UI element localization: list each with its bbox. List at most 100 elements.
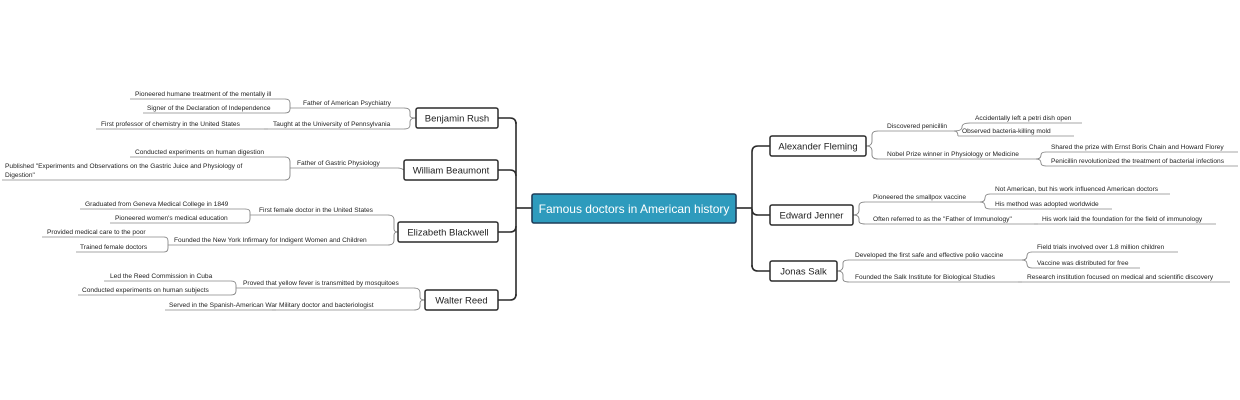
detail-label: Pioneered humane treatment of the mental… [135, 91, 272, 98]
detail-node[interactable]: Pioneered women's medical education [110, 215, 245, 224]
connector-lines [163, 98, 1047, 311]
connector-line [230, 280, 237, 288]
topic-node[interactable]: Founded the Salk Institute for Biologica… [849, 274, 1018, 283]
detail-node[interactable]: Accidentally left a petri dish open [970, 115, 1082, 124]
doctor-node-box [397, 221, 499, 243]
detail-node[interactable]: Led the Reed Commission in Cuba [104, 273, 231, 282]
detail-node[interactable]: Not American, but his work influenced Am… [990, 186, 1170, 195]
detail-label: Led the Reed Commission in Cuba [110, 273, 213, 280]
topic-label: Military doctor and bacteriologist [279, 302, 374, 309]
detail-label: Field trials involved over 1.8 million c… [1037, 244, 1165, 251]
detail-node[interactable]: Penicillin revolutionized the treatment … [1046, 158, 1238, 167]
doctor-name: Walter Reed [435, 296, 487, 307]
topic-label: Discovered penicillin [887, 123, 947, 130]
connector-line [751, 145, 770, 153]
connector-line [953, 130, 959, 137]
detail-label: Observed bacteria-killing mold [962, 128, 1051, 135]
detail-node[interactable]: His work laid the foundation for the fie… [1038, 216, 1216, 225]
detail-node[interactable]: Trained female doctors [76, 244, 164, 253]
connector-line [244, 208, 251, 215]
connector-line [836, 270, 850, 283]
detail-label: Graduated from Geneva Medical College in… [85, 201, 229, 208]
topic-node[interactable]: Often referred to as the "Father of Immu… [865, 216, 1034, 225]
detail-node[interactable]: Signer of the Declaration of Independenc… [143, 105, 285, 114]
detail-node[interactable]: Conducted experiments on human subjects [78, 287, 231, 296]
detail-node[interactable]: Pioneered humane treatment of the mental… [130, 91, 285, 100]
connector-line [498, 117, 517, 125]
detail-label: Not American, but his work influenced Am… [995, 186, 1159, 193]
connector-line [397, 167, 405, 171]
connector-line [284, 156, 291, 168]
doctor-node-jonas-salk[interactable]: Jonas Salk [769, 260, 838, 282]
topic-node[interactable]: First female doctor in the United States [250, 207, 388, 216]
topic-label: First female doctor in the United States [259, 207, 374, 214]
connector-line [498, 293, 517, 301]
topic-node[interactable]: Pioneered the smallpox vaccine [865, 194, 980, 203]
doctor-node-elizabeth-blackwell[interactable]: Elizabeth Blackwell [397, 221, 499, 243]
detail-node[interactable]: Provided medical care to the poor [42, 229, 164, 238]
connector-line [387, 214, 399, 233]
doctor-name: William Beaumont [413, 166, 490, 177]
topic-node[interactable]: Nobel Prize winner in Physiology or Medi… [878, 151, 1036, 160]
connector-line [979, 201, 991, 210]
connector-line [163, 245, 169, 253]
topic-node[interactable]: Father of Gastric Physiology [290, 160, 398, 169]
doctor-node-box [769, 135, 867, 157]
topic-node[interactable]: Developed the first safe and effective p… [849, 252, 1022, 261]
detail-node[interactable]: His method was adopted worldwide [990, 201, 1112, 210]
connector-line [284, 108, 291, 114]
topic-node[interactable]: Father of American Psychiatry [290, 100, 404, 109]
detail-node[interactable]: Shared the prize with Ernst Boris Chain … [1046, 144, 1238, 153]
doctor-node-box [415, 107, 499, 129]
detail-node-multiline[interactable]: Published "Experiments and Observations … [2, 163, 285, 181]
doctor-node-benjamin-rush[interactable]: Benjamin Rush [415, 107, 499, 129]
detail-label: Research institution focused on medical … [1027, 274, 1214, 281]
topic-label: Founded the Salk Institute for Biologica… [855, 274, 996, 281]
connector-line [953, 122, 971, 132]
detail-label: Conducted experiments on human digestion [135, 149, 264, 156]
topic-label: Pioneered the smallpox vaccine [873, 194, 966, 201]
topic-node[interactable]: Military doctor and bacteriologist [276, 302, 414, 311]
doctor-node-walter-reed[interactable]: Walter Reed [424, 289, 499, 311]
topic-label: Founded the New York Infirmary for Indig… [174, 237, 367, 244]
topic-node[interactable]: Founded the New York Infirmary for Indig… [168, 237, 388, 246]
detail-node[interactable]: Field trials involved over 1.8 million c… [1032, 244, 1178, 253]
topic-node[interactable]: Discovered penicillin [878, 123, 954, 132]
connector-line [403, 107, 417, 119]
connector-line [413, 287, 426, 301]
doctor-name: Alexander Fleming [778, 142, 857, 153]
detail-label: Accidentally left a petri dish open [975, 115, 1072, 122]
doctor-node-william-beaumont[interactable]: William Beaumont [403, 159, 499, 181]
topic-label: Nobel Prize winner in Physiology or Medi… [887, 151, 1019, 158]
connector-line [403, 117, 417, 130]
connector-line [979, 193, 991, 203]
topic-node[interactable]: Taught at the University of Pennsylvania [268, 121, 404, 130]
connector-line [284, 98, 291, 108]
connector-line [852, 201, 866, 216]
detail-node[interactable]: Conducted experiments on human digestion [130, 149, 285, 158]
doctor-node-alexander-fleming[interactable]: Alexander Fleming [769, 135, 867, 157]
root-node[interactable]: Famous doctors in American history [531, 193, 737, 224]
doctor-name: Benjamin Rush [425, 114, 489, 125]
detail-label: First professor of chemistry in the Unit… [101, 121, 241, 128]
doctor-name: Edward Jenner [780, 211, 844, 222]
topic-node[interactable]: Proved that yellow fever is transmitted … [236, 280, 414, 289]
connector-line [1021, 259, 1033, 269]
doctor-node-edward-jenner[interactable]: Edward Jenner [769, 204, 854, 226]
detail-label: Provided medical care to the poor [47, 229, 146, 236]
detail-label: Conducted experiments on human subjects [82, 287, 210, 294]
connector-line [1021, 251, 1033, 261]
doctor-node-box [769, 204, 854, 226]
doctor-name: Jonas Salk [780, 267, 827, 278]
detail-node[interactable]: Research institution focused on medical … [1022, 274, 1230, 283]
detail-node[interactable]: First professor of chemistry in the Unit… [96, 121, 264, 130]
connector-line [387, 231, 399, 246]
detail-node[interactable]: Vaccine was distributed for free [1032, 260, 1140, 269]
connector-line [498, 225, 517, 233]
detail-label: Trained female doctors [80, 244, 148, 251]
detail-label: Published "Experiments and Observations … [5, 163, 242, 170]
detail-node[interactable]: Observed bacteria-killing mold [958, 128, 1074, 137]
detail-node[interactable]: Served in the Spanish-American War [165, 302, 278, 311]
detail-node[interactable]: Graduated from Geneva Medical College in… [80, 201, 245, 210]
